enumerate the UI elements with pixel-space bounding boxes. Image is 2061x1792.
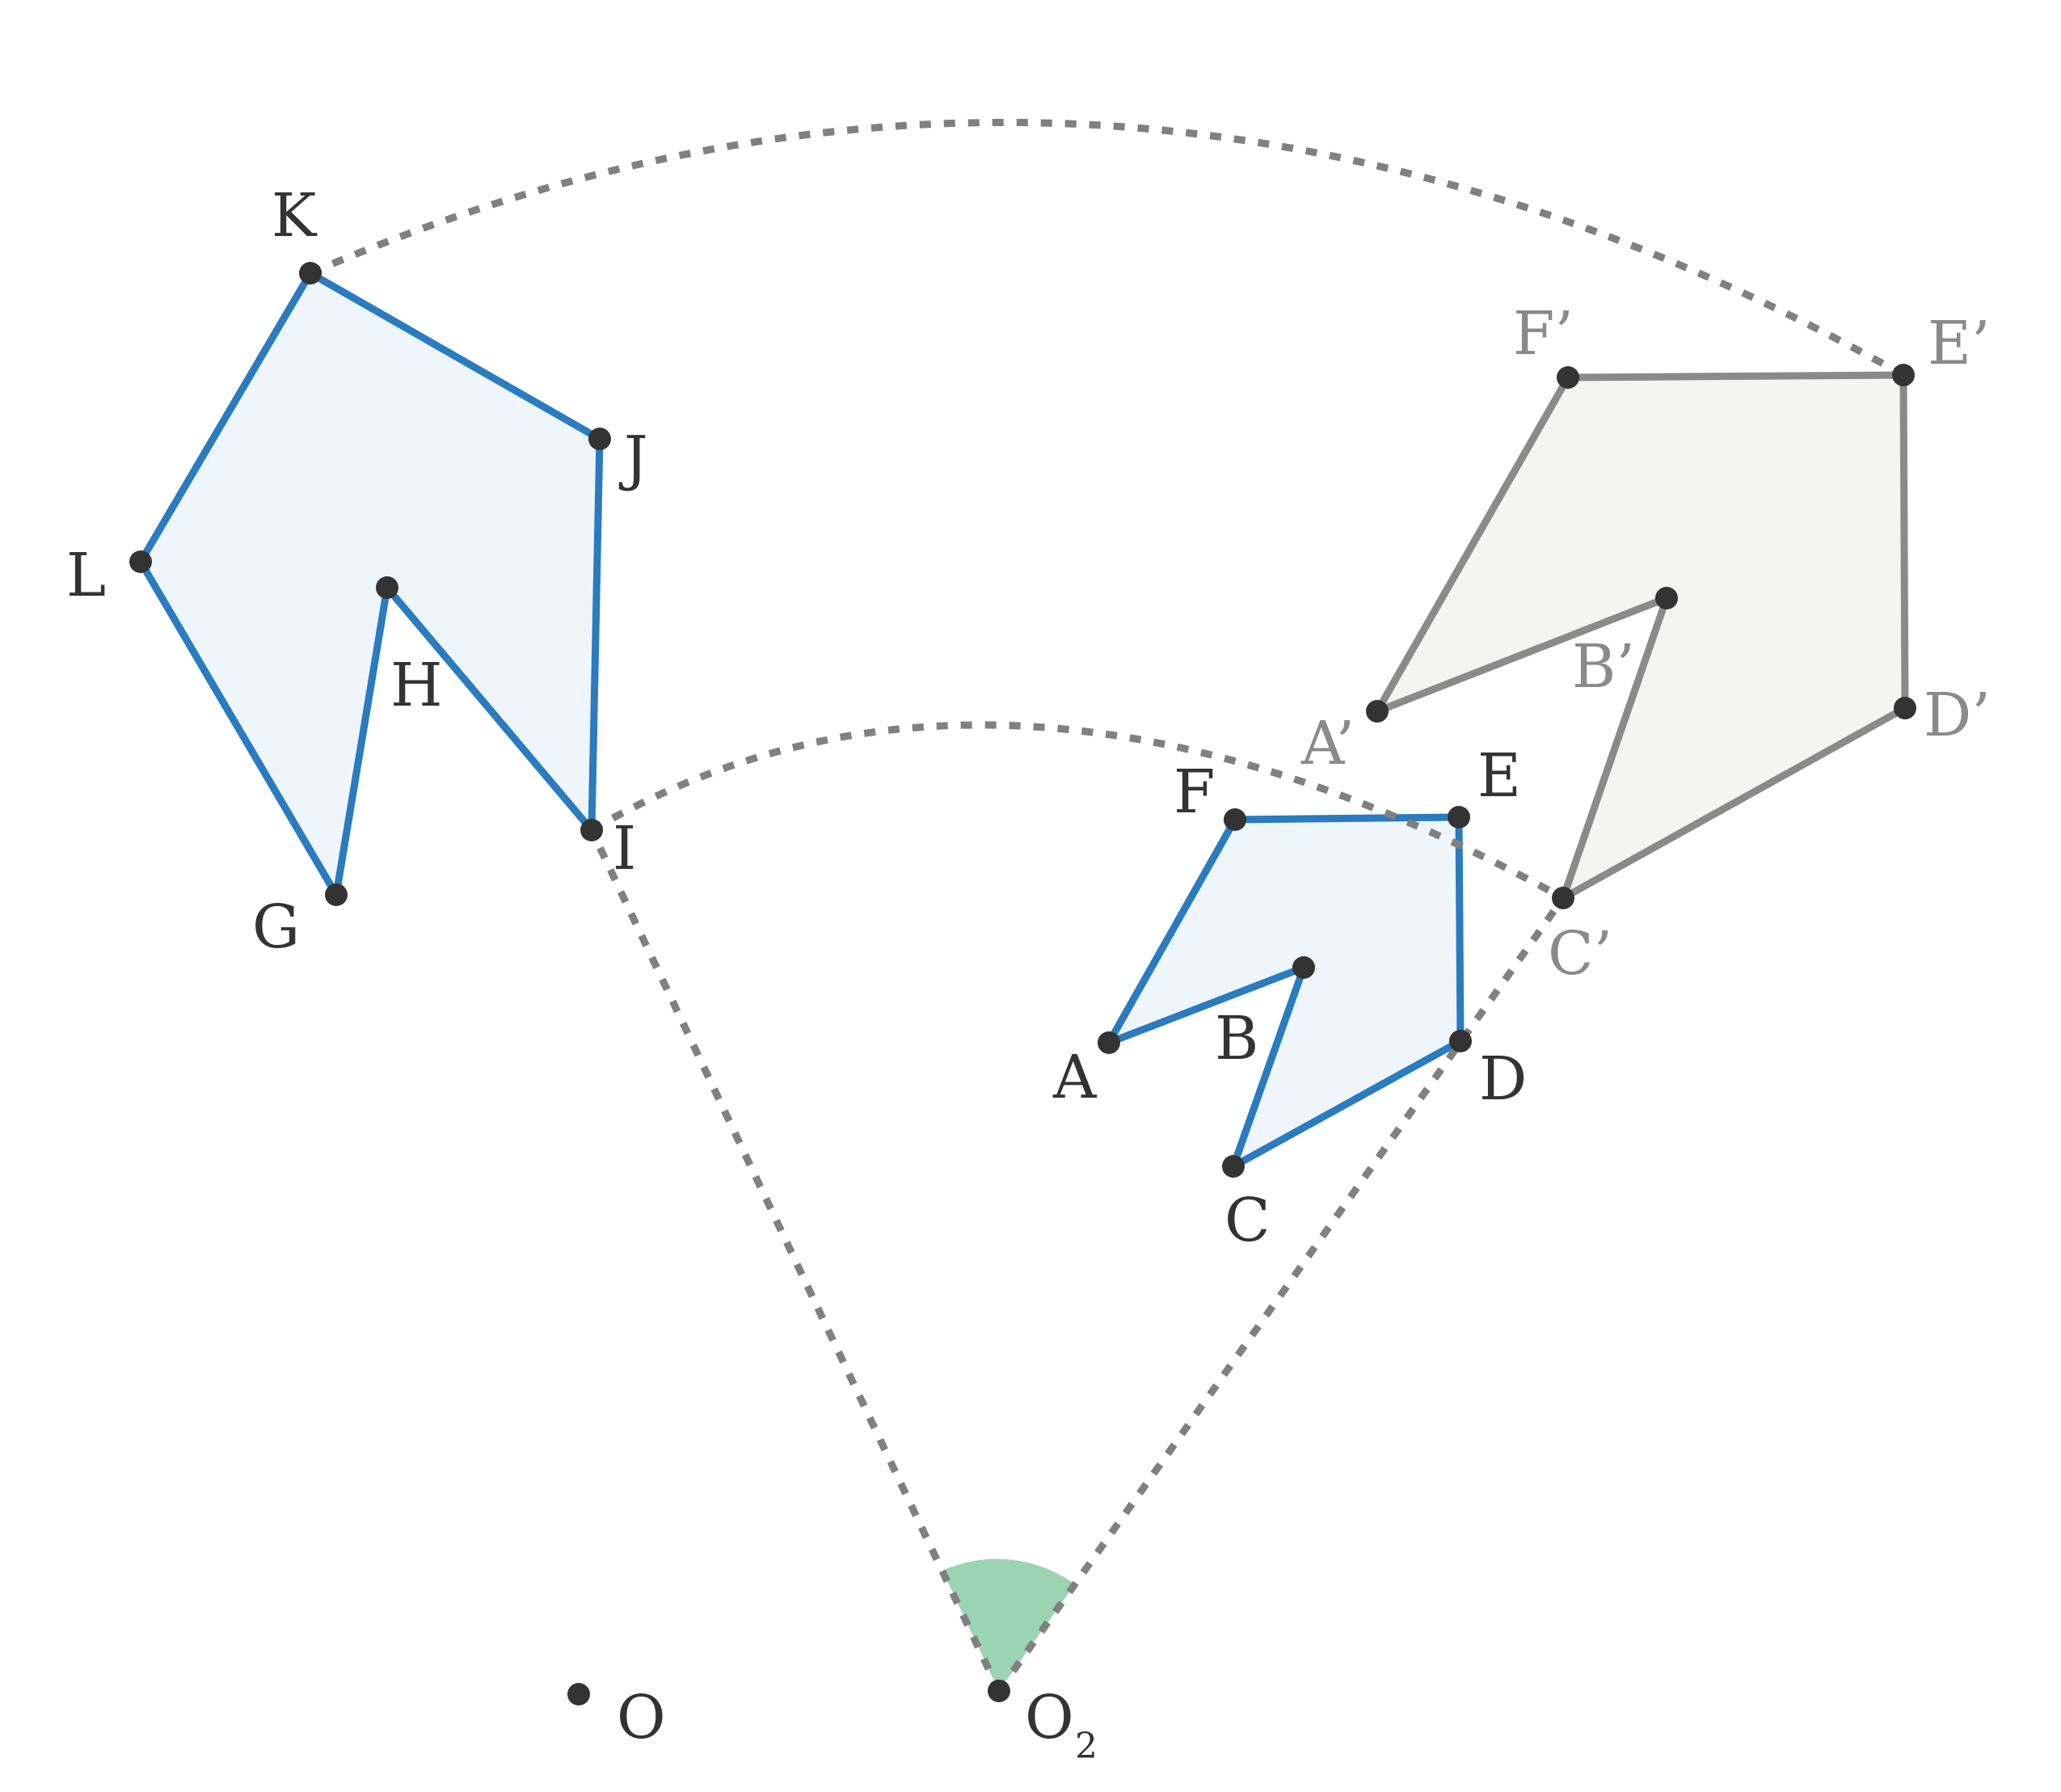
point-E-prime — [1892, 364, 1915, 386]
point-F-prime — [1557, 366, 1579, 389]
arc-I-to-C-prime — [589, 721, 1566, 901]
point-B — [1292, 956, 1315, 979]
label-G: G — [252, 892, 300, 962]
label-H: H — [390, 651, 443, 720]
point-I — [580, 819, 603, 841]
point-A — [1098, 1031, 1120, 1054]
label-J: J — [618, 424, 648, 493]
label-F: F — [1174, 757, 1215, 827]
label-F-prime: F’ — [1513, 299, 1574, 369]
label-C: C — [1224, 1186, 1271, 1255]
point-C-prime — [1552, 887, 1574, 909]
ray-O2-to-I — [588, 829, 1003, 1693]
label-O2: O — [1025, 1683, 1074, 1752]
point-J — [588, 428, 611, 450]
label-A-prime: A’ — [1300, 709, 1355, 778]
label-B-prime: B’ — [1572, 632, 1635, 702]
arc-K-to-E-prime — [309, 119, 1906, 378]
point-D-prime — [1894, 697, 1916, 719]
label-O2-subscript: 2 — [1075, 1726, 1098, 1767]
point-O2 — [988, 1680, 1010, 1702]
point-B-prime — [1655, 587, 1678, 609]
point-E — [1448, 806, 1470, 829]
label-O: O — [617, 1683, 666, 1752]
label-A: A — [1052, 1043, 1098, 1112]
point-D — [1449, 1030, 1472, 1052]
label-E-prime: E’ — [1928, 309, 1991, 378]
label-D: D — [1479, 1044, 1527, 1114]
point-G — [325, 883, 348, 906]
label-D-prime: D’ — [1924, 681, 1991, 750]
label-K: K — [272, 181, 318, 251]
point-O — [567, 1683, 590, 1706]
point-L — [129, 550, 152, 573]
rotation-angle-sector — [942, 1558, 1075, 1691]
point-A-prime — [1366, 700, 1389, 723]
polygon-GHIJKL — [137, 269, 604, 899]
point-C — [1222, 1155, 1245, 1178]
ray-O2-to-C-prime — [996, 896, 1566, 1693]
label-L: L — [66, 541, 106, 610]
point-K — [299, 262, 322, 285]
label-B: B — [1215, 1004, 1258, 1073]
vertex-points — [129, 262, 1916, 1706]
point-H — [376, 576, 398, 599]
label-E: E — [1477, 741, 1521, 811]
construction-lines — [309, 119, 1906, 1693]
label-C-prime: C’ — [1548, 919, 1612, 989]
label-I: I — [613, 814, 636, 883]
point-F — [1224, 808, 1246, 831]
